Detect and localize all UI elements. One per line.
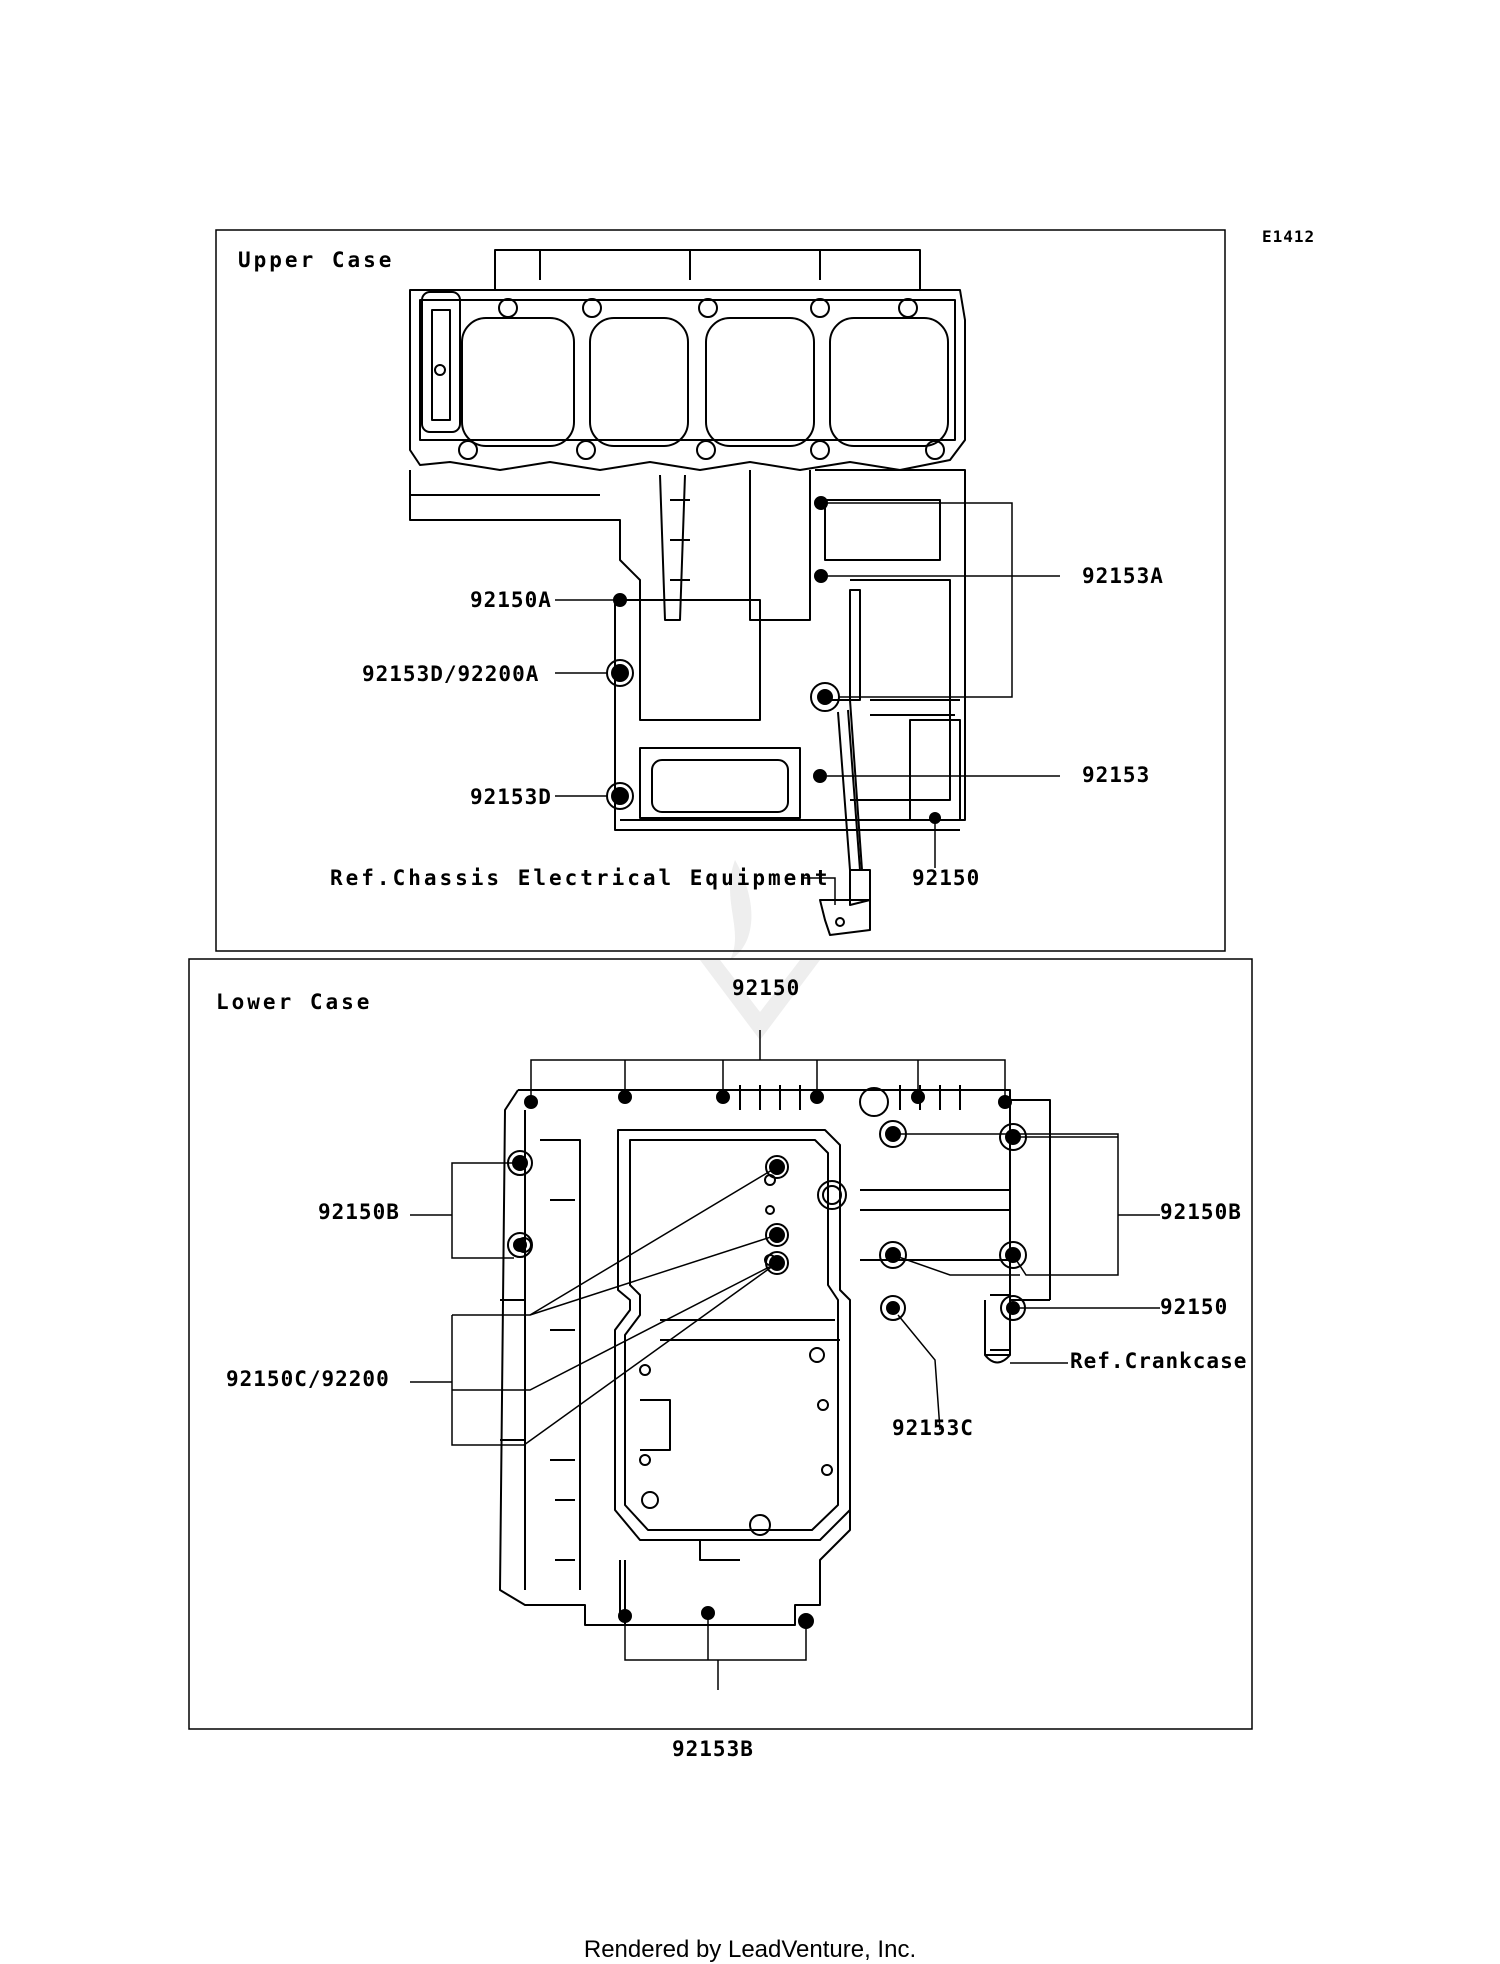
lower-bolt-markers [512,1090,1021,1629]
lower-leader-lines [410,1030,1160,1690]
lower-case-title: Lower Case [216,990,373,1014]
label-92150-upper: 92150 [912,866,981,890]
lower-case-drawing [499,1085,1051,1626]
label-92150-lower-top: 92150 [732,976,801,1000]
label-92150B-left: 92150B [318,1200,400,1224]
lower-case-panel [188,958,1253,1730]
ref-chassis-electrical-equipment: Ref.Chassis Electrical Equipment [330,866,831,890]
label-92153: 92153 [1082,763,1151,787]
label-92150A: 92150A [470,588,552,612]
label-92153C: 92153C [892,1416,974,1440]
upper-case-drawing [409,249,966,936]
diagram-id: E1412 [1262,227,1316,246]
footer-credit: Rendered by LeadVenture, Inc. [583,1936,917,1963]
label-92153D: 92153D [470,785,552,809]
upper-leader-lines [555,502,1060,905]
label-92153B: 92153B [672,1737,754,1761]
label-92153D-92200A: 92153D/92200A [362,662,540,686]
label-92153A: 92153A [1082,564,1164,588]
label-92150C-92200: 92150C/92200 [226,1367,390,1391]
label-92150B-right: 92150B [1160,1200,1242,1224]
ref-crankcase: Ref.Crankcase [1070,1349,1248,1373]
upper-case-panel [215,229,1226,952]
watermark-logo [700,860,820,1040]
upper-case-title: Upper Case [238,248,395,272]
label-92150-lower-right: 92150 [1160,1295,1229,1319]
upper-bolt-markers [611,496,941,824]
